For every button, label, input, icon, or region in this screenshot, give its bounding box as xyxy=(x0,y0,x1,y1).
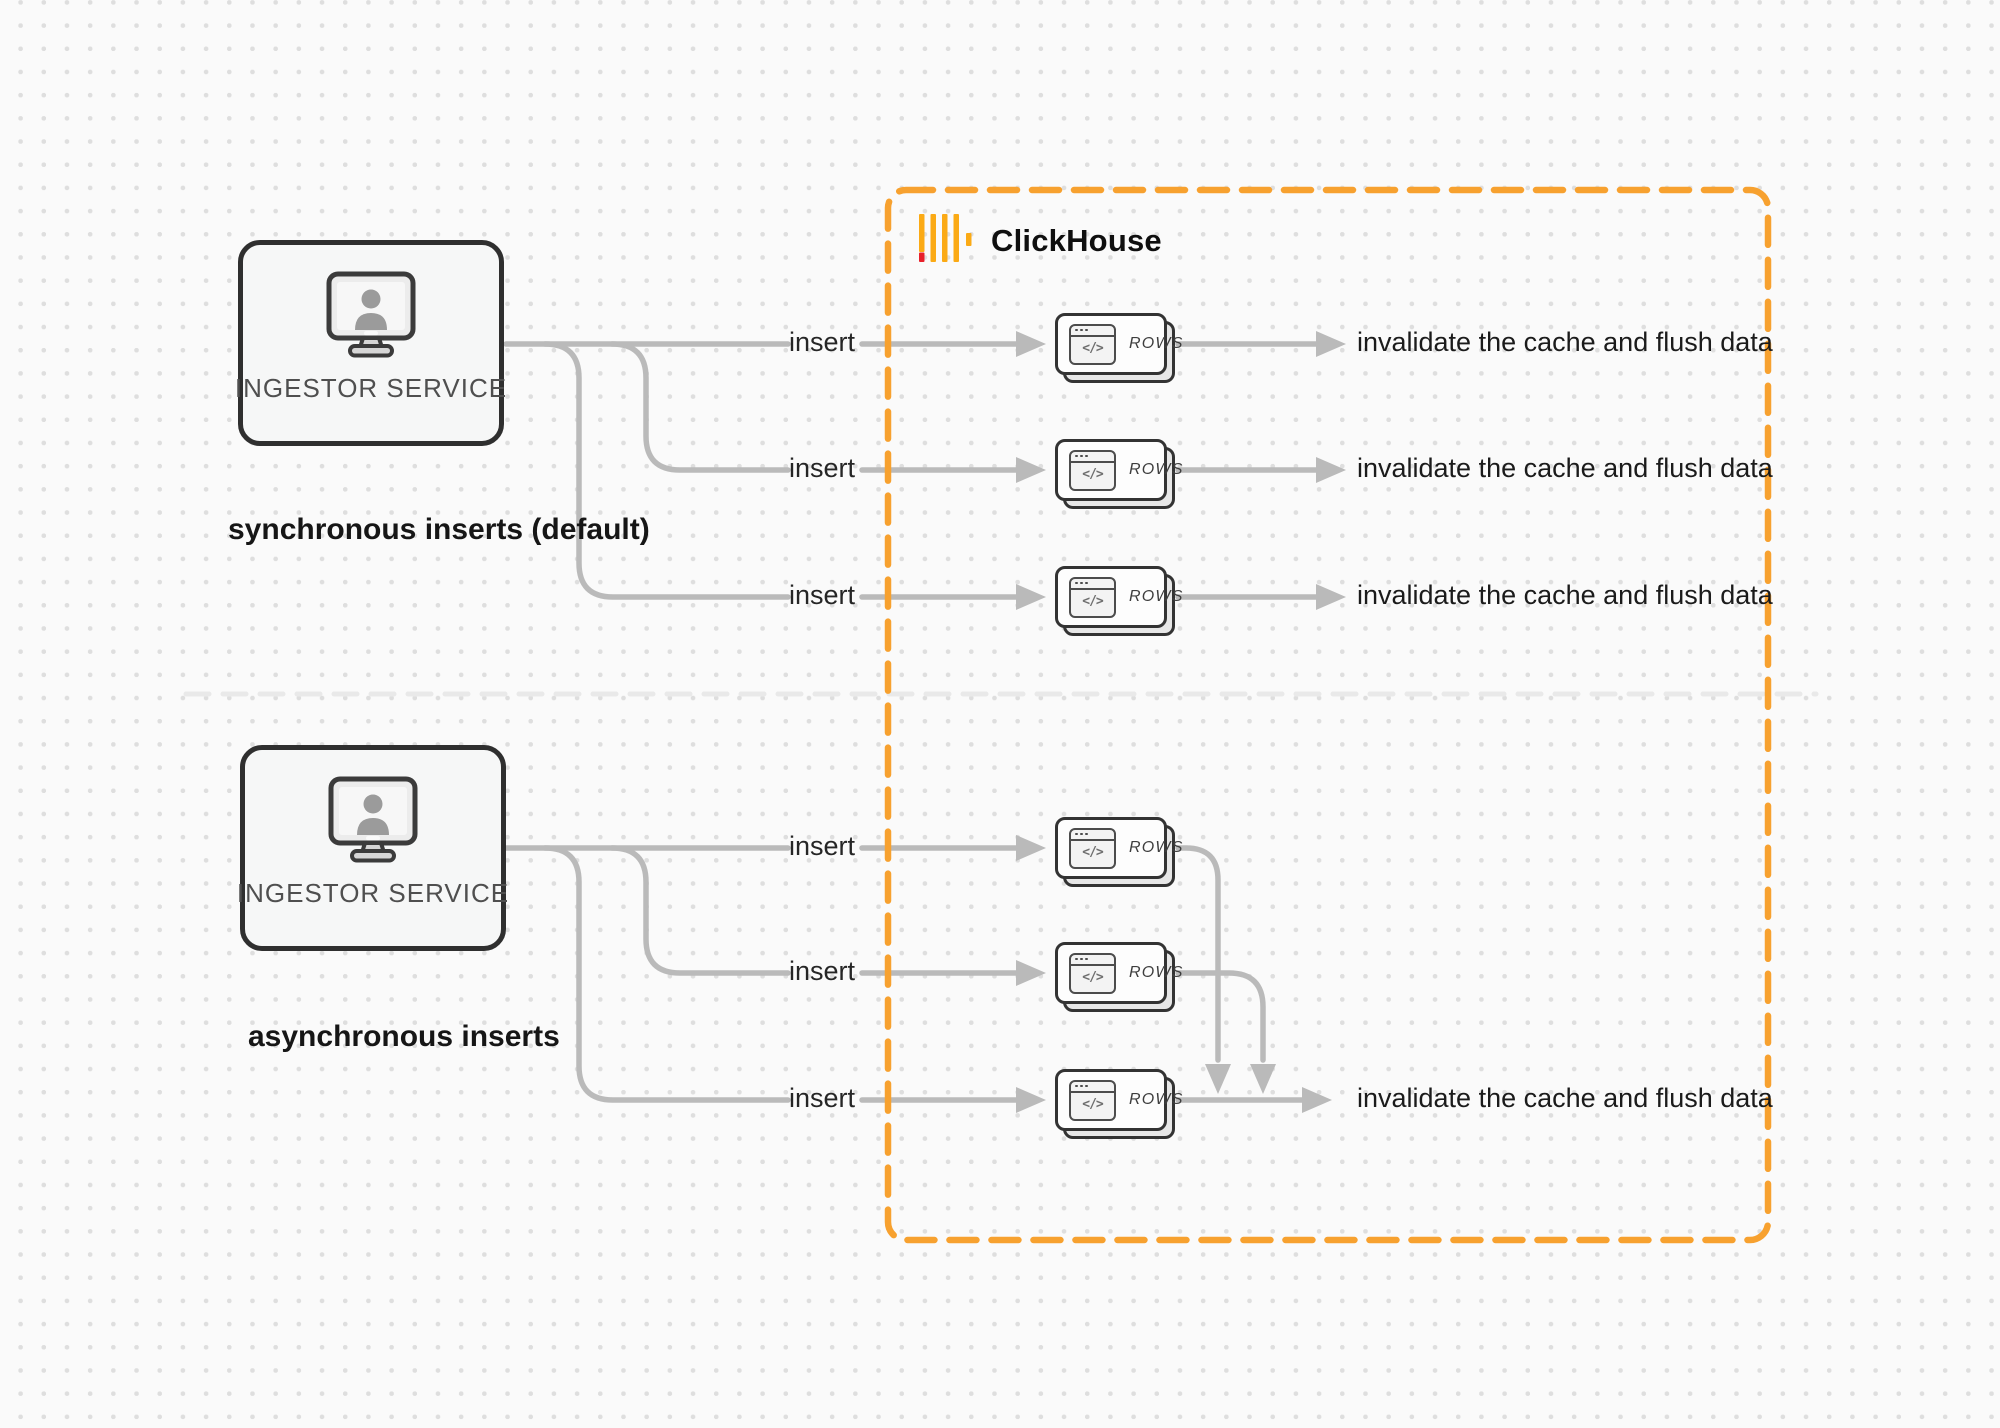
insert-label: insert xyxy=(788,453,856,483)
rows-node: </> ROWS xyxy=(1055,439,1182,511)
ingestor-service-node-sync: INGESTOR SERVICE xyxy=(234,240,508,446)
async-caption: asynchronous inserts xyxy=(248,1020,560,1053)
insert-label: insert xyxy=(788,580,856,610)
window-dots xyxy=(1071,579,1114,590)
invalidate-label: invalidate the cache and flush data xyxy=(1357,453,1773,483)
rows-node: </> ROWS xyxy=(1055,313,1182,385)
invalidate-label: invalidate the cache and flush data xyxy=(1357,580,1773,610)
monitor-user-icon xyxy=(328,776,418,863)
code-icon: </> xyxy=(1082,970,1103,985)
ingestor-service-node-async: INGESTOR SERVICE xyxy=(236,745,510,951)
rows-node-card: </> ROWS xyxy=(1055,566,1182,628)
browser-window-icon: </> xyxy=(1069,952,1116,994)
rows-node-card: </> ROWS xyxy=(1055,817,1182,879)
rows-node-card: </> ROWS xyxy=(1055,313,1182,375)
rows-label: ROWS xyxy=(1129,964,1184,981)
clickhouse-wordmark: ClickHouse xyxy=(991,223,1162,258)
rows-label: ROWS xyxy=(1129,839,1184,856)
browser-window-icon: </> xyxy=(1069,449,1116,491)
code-icon: </> xyxy=(1082,1097,1103,1112)
window-dots xyxy=(1071,1082,1114,1093)
window-dots xyxy=(1071,955,1114,966)
code-icon: </> xyxy=(1082,845,1103,860)
rows-label: ROWS xyxy=(1129,588,1184,605)
rows-label: ROWS xyxy=(1129,461,1184,478)
rows-node-card: </> ROWS xyxy=(1055,942,1182,1004)
rows-node: </> ROWS xyxy=(1055,817,1182,889)
insert-label: insert xyxy=(788,956,856,986)
rows-node: </> ROWS xyxy=(1055,942,1182,1014)
insert-label: insert xyxy=(788,831,856,861)
browser-window-icon: </> xyxy=(1069,1079,1116,1121)
window-dots xyxy=(1071,452,1114,463)
clickhouse-boundary xyxy=(884,186,1772,1244)
invalidate-label: invalidate the cache and flush data xyxy=(1357,327,1773,357)
sync-connectors xyxy=(503,341,1321,600)
browser-window-icon: </> xyxy=(1069,576,1116,618)
insert-label: insert xyxy=(788,1083,856,1113)
browser-window-icon: </> xyxy=(1069,827,1116,869)
rows-node: </> ROWS xyxy=(1055,1069,1182,1141)
window-dots xyxy=(1071,830,1114,841)
clickhouse-logo-icon xyxy=(919,214,972,262)
invalidate-label: invalidate the cache and flush data xyxy=(1357,1083,1773,1113)
monitor-user-icon xyxy=(326,271,416,358)
rows-node: </> ROWS xyxy=(1055,566,1182,638)
code-icon: </> xyxy=(1082,467,1103,482)
code-icon: </> xyxy=(1082,341,1103,356)
insert-label: insert xyxy=(788,327,856,357)
rows-node-card: </> ROWS xyxy=(1055,1069,1182,1131)
rows-node-card: </> ROWS xyxy=(1055,439,1182,501)
ingestor-service-label: INGESTOR SERVICE xyxy=(234,373,508,403)
ingestor-service-label: INGESTOR SERVICE xyxy=(236,878,510,908)
arrowheads xyxy=(1016,331,1346,1113)
window-dots xyxy=(1071,326,1114,337)
rows-label: ROWS xyxy=(1129,1091,1184,1108)
code-icon: </> xyxy=(1082,594,1103,609)
rows-label: ROWS xyxy=(1129,335,1184,352)
sync-caption: synchronous inserts (default) xyxy=(228,513,650,546)
browser-window-icon: </> xyxy=(1069,323,1116,365)
